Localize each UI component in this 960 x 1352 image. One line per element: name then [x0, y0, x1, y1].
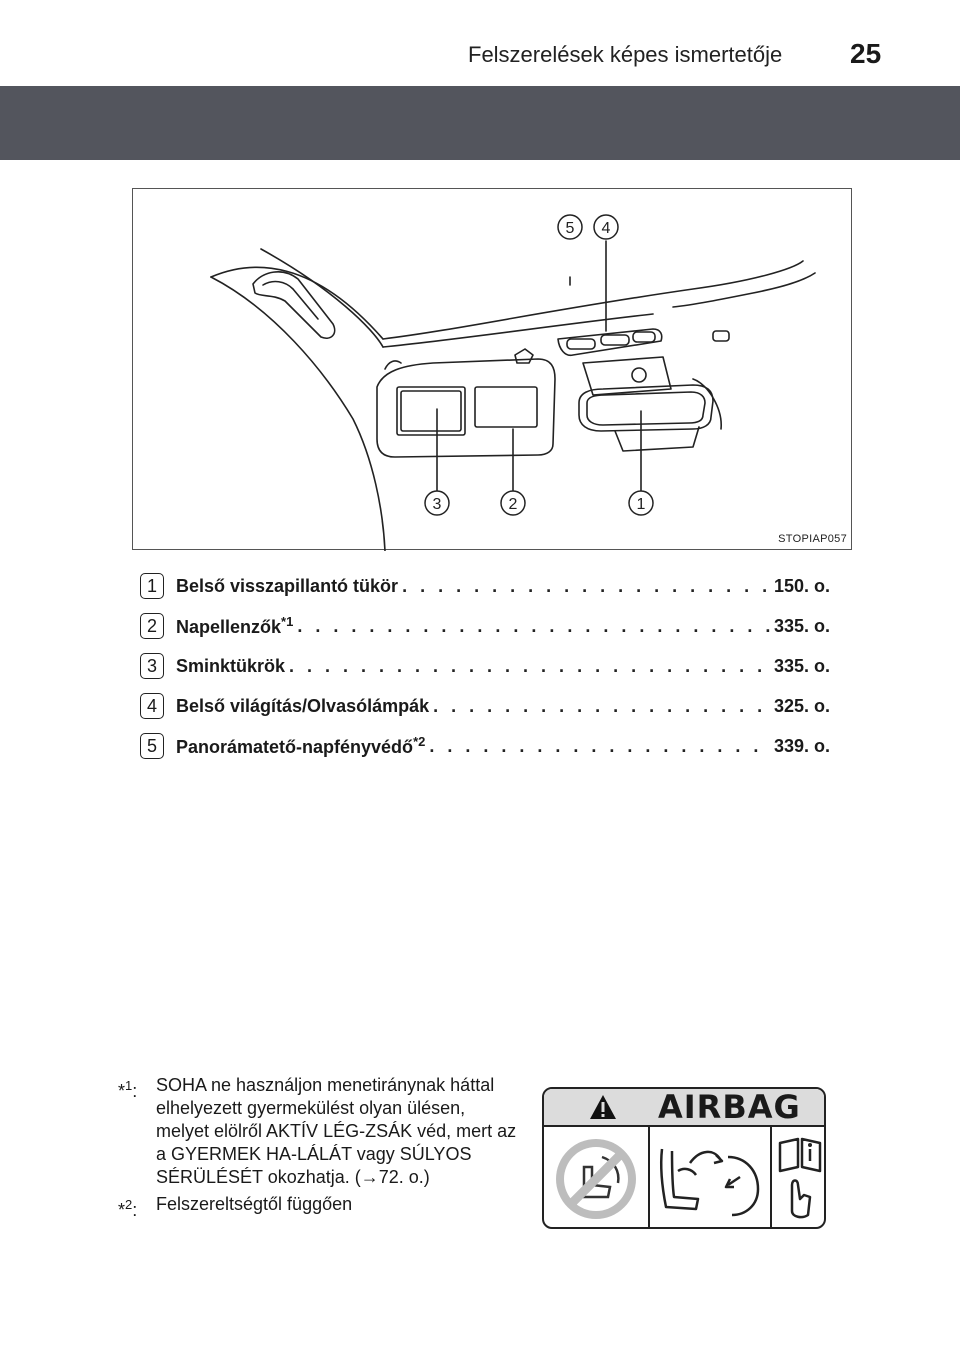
airbag-label-pictograms — [544, 1127, 824, 1227]
item-page-ref[interactable]: 339. o. — [773, 735, 830, 756]
pictogram-cell — [544, 1127, 650, 1227]
read-manual-icon — [778, 1137, 822, 1219]
airbag-warning-label: AIRBAG — [542, 1087, 826, 1229]
interior-illustration: 5 4 3 2 1 STOPIAP057 — [132, 188, 852, 551]
footnote-ref: *2 — [413, 734, 426, 749]
item-label-text: Belső visszapillantó tükör — [176, 575, 399, 596]
page-number: 25 — [850, 38, 882, 69]
callout-2: 2 — [509, 496, 518, 513]
child-seat-airbag-impact-icon — [659, 1148, 760, 1217]
warning-triangle-icon — [590, 1095, 616, 1119]
footnote-text: Felszereltségtől függően — [156, 1194, 353, 1214]
leader-dots: . . . . . . . . . . . . . . . . . . . . … — [289, 655, 770, 676]
page-header-title: Felszerelések képes ismertetője — [468, 42, 783, 67]
callout-3: 3 — [433, 496, 442, 513]
callout-1: 1 — [637, 496, 646, 513]
list-item: 3 Sminktükrök . . . . . . . . . . . . . … — [140, 646, 830, 686]
footnote-1: *1: SOHA ne használjon menetiránynak hát… — [118, 1074, 518, 1189]
no-rear-facing-child-seat-icon — [556, 1139, 636, 1219]
item-label: Panorámatető-napfényvédő*2 — [176, 734, 425, 758]
item-label: Napellenzők*1 — [176, 614, 293, 638]
pictogram-cell — [772, 1127, 824, 1227]
item-number-box: 5 — [140, 733, 164, 759]
list-item: 2 Napellenzők*1 . . . . . . . . . . . . … — [140, 606, 830, 646]
footnote-ref: *1 — [281, 614, 294, 629]
item-page-ref[interactable]: 335. o. — [773, 655, 830, 676]
item-label: Belső visszapillantó tükör — [176, 576, 398, 597]
item-number-box: 3 — [140, 653, 164, 679]
footnote-mark: *1: — [118, 1078, 138, 1101]
item-page-ref[interactable]: 150. o. — [773, 575, 830, 596]
leader-dots: . . . . . . . . . . . . . . . . . . . . … — [297, 615, 770, 636]
item-label-text: Belső világítás/Olvasólámpák — [176, 695, 430, 716]
list-item: 4 Belső világítás/Olvasólámpák . . . . .… — [140, 686, 830, 726]
item-label: Sminktükrök — [176, 656, 285, 677]
callout-4: 4 — [602, 220, 611, 237]
item-page-ref[interactable]: 325. o. — [773, 695, 830, 716]
leader-dots: . . . . . . . . . . . . . . . . . . . . … — [429, 735, 770, 756]
figure-code: STOPIAP057 — [778, 533, 847, 545]
callout-5: 5 — [566, 220, 575, 237]
list-item: 5 Panorámatető-napfényvédő*2 . . . . . .… — [140, 726, 830, 766]
item-number-box: 4 — [140, 693, 164, 719]
item-page-ref[interactable]: 335. o. — [773, 615, 830, 636]
header-band — [0, 86, 960, 160]
list-item: 1 Belső visszapillantó tükör . . . . . .… — [140, 566, 830, 606]
footnote-2: *2: Felszereltségtől függően — [118, 1193, 518, 1222]
item-number-box: 2 — [140, 613, 164, 639]
footnotes: *1: SOHA ne használjon menetiránynak hát… — [118, 1074, 518, 1226]
item-label-text: Sminktükrök — [176, 655, 286, 676]
footnote-text: SOHA ne használjon menetiránynak háttal … — [156, 1075, 517, 1187]
item-label-text: Panorámatető-napfényvédő — [176, 737, 414, 757]
item-number-box: 1 — [140, 573, 164, 599]
component-list: 1 Belső visszapillantó tükör . . . . . .… — [140, 566, 830, 766]
footnote-mark: *2: — [118, 1197, 138, 1220]
item-label: Belső világítás/Olvasólámpák — [176, 696, 429, 717]
airbag-label-header: AIRBAG — [544, 1089, 824, 1127]
pictogram-cell — [650, 1127, 772, 1227]
leader-dots: . . . . . . . . . . . . . . . . . . . . … — [402, 575, 770, 596]
item-label-text: Napellenzők — [176, 617, 282, 637]
airbag-label-text: AIRBAG — [658, 1088, 801, 1126]
ceiling-line-drawing: 5 4 3 2 1 — [210, 214, 816, 551]
leader-dots: . . . . . . . . . . . . . . . . . . . . … — [433, 695, 770, 716]
